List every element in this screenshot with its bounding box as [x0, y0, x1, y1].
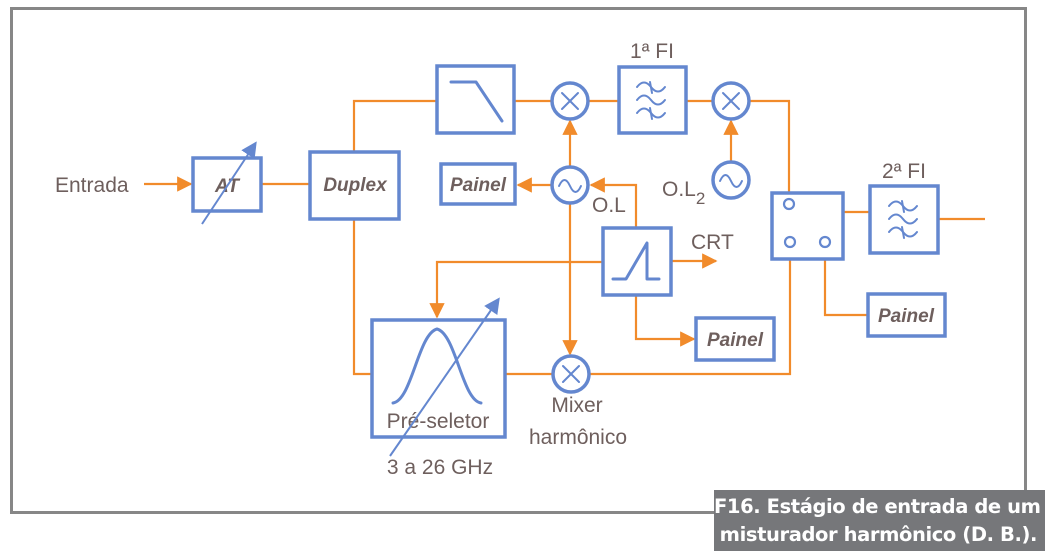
duplex-block: Duplex: [308, 150, 401, 221]
panel-ol-label: Painel: [450, 175, 507, 196]
signal-wires: [144, 99, 985, 376]
figure-caption: F16. Estágio de entrada de um misturador…: [714, 490, 1045, 551]
if1-label: 1ª FI: [630, 40, 674, 63]
rf-switch-block[interactable]: [770, 191, 845, 261]
mixer-2: [711, 81, 751, 121]
lowpass-filter-block: [435, 64, 516, 135]
mixer-1: [550, 81, 590, 121]
ol-label: O.L: [592, 194, 626, 217]
frequency-range-label: 3 a 26 GHz: [387, 456, 493, 479]
sweep-generator-block: [601, 226, 673, 297]
duplex-label: Duplex: [323, 175, 388, 196]
wire-duplex-to-preselector: [352, 219, 372, 376]
sine-oscillator-icon: [558, 179, 582, 193]
panel-block-switch: Painel: [866, 292, 947, 338]
bandpass-filter-icon: [888, 200, 918, 239]
preselector-block: Pré-seletor: [370, 297, 507, 457]
wire-mixer2-to-switch: [749, 99, 791, 200]
lowpass-filter-icon: [449, 80, 504, 123]
wire-switch-to-panel: [823, 245, 868, 317]
harmonic-mixer-label-line1: Mixer: [551, 394, 602, 417]
bandpass-curve-icon: [391, 327, 483, 405]
if2-label: 2ª FI: [882, 160, 926, 183]
preselector-label: Pré-seletor: [387, 410, 490, 433]
figure-frame: [10, 7, 1027, 514]
caption-line-1: F16. Estágio de entrada de um: [714, 495, 1041, 518]
panel-block-ol: Painel: [439, 162, 517, 206]
if2-bandpass-block: [868, 184, 940, 255]
local-oscillator-2: [711, 160, 751, 200]
wire-sweep-to-ol: [589, 177, 638, 228]
panel-block-sweep: Painel: [694, 316, 776, 362]
harmonic-mixer: [551, 354, 591, 394]
mixer-x-icon: [562, 365, 580, 383]
if1-bandpass-block: [617, 65, 688, 135]
tuning-arrow-icon: [389, 297, 500, 457]
sawtooth-sweep-icon: [611, 241, 661, 281]
bandpass-filter-icon: [636, 81, 666, 120]
attenuator-block: AT: [191, 141, 263, 225]
panel-sweep-label: Painel: [707, 330, 764, 351]
caption-line-2: misturador harmônico (D. B.).: [719, 523, 1038, 546]
sine-oscillator-icon: [719, 174, 743, 188]
wire-sweep-to-preselector: [429, 260, 603, 319]
harmonic-mixer-label-line2: harmônico: [529, 426, 627, 449]
tuning-arrow-icon: [201, 141, 257, 225]
crt-label: CRT: [691, 231, 734, 254]
mixer-x-icon: [561, 92, 579, 110]
wire-harmonic-mixer-to-switch: [589, 245, 792, 376]
ol2-label: O.L2: [662, 178, 705, 208]
panel-switch-label: Painel: [878, 306, 935, 327]
rf-switch-icon: [782, 197, 832, 249]
wire-duplex-to-lowpass: [352, 99, 437, 152]
wire-sweep-to-panel: [634, 295, 696, 347]
input-label: Entrada: [55, 174, 129, 197]
local-oscillator-1: [550, 165, 590, 205]
mixer-x-icon: [722, 92, 740, 110]
